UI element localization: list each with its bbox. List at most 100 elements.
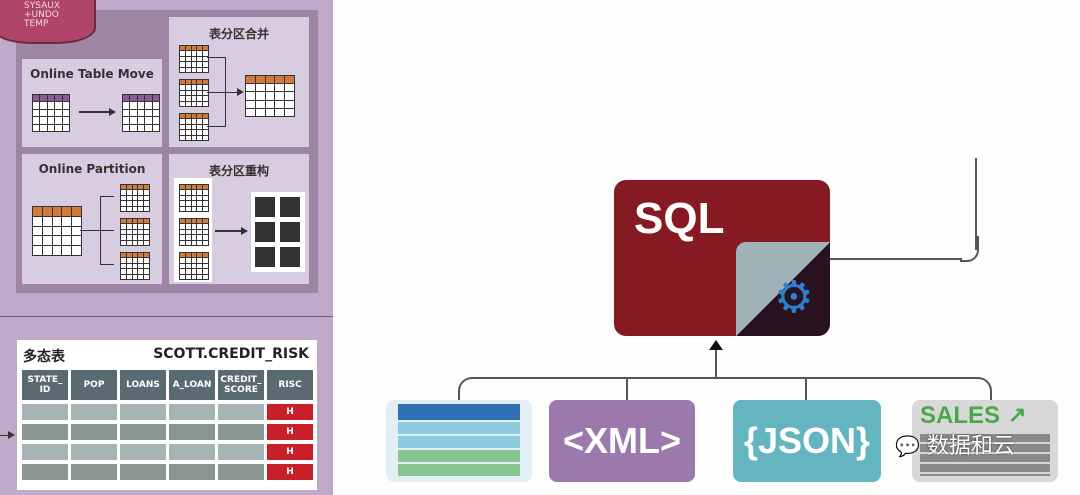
table-cell [218,444,264,460]
connector-bus [458,377,992,403]
table-cell [218,464,264,480]
table-cell [22,404,68,420]
risk-cell: H [267,404,313,420]
table-cell [71,444,117,460]
xml-tile: <XML> [549,400,695,482]
connector-line [830,258,962,260]
online-table-move-title: Online Table Move [30,67,154,81]
partition-restructure-cell: 表分区重构 [169,154,309,284]
sql-label: SQL [634,194,725,243]
partition-table-icon [179,79,209,107]
connector-curve [960,236,979,262]
sql-corner-badge [736,242,830,336]
merged-table-icon [245,75,295,117]
column-header: RISC [267,370,313,400]
subpartition-icon [255,197,275,217]
table-cell [71,404,117,420]
online-partition-cell: Online Partition [22,154,162,284]
partition-table-icon [120,218,150,246]
subpartition-icon [255,247,275,267]
left-panel: Online Table Move 表分区合并 Onl [0,0,333,495]
table-cell [22,464,68,480]
subpartition-icon [280,222,300,242]
table-cell [169,444,215,460]
arrowhead-icon [237,88,244,96]
restructure-arrow [215,230,243,232]
target-table-icon [122,94,160,132]
connector-line [975,158,977,250]
table-cell [169,404,215,420]
subpartition-icon [280,197,300,217]
partition-table-icon [120,184,150,212]
partition-merge-title: 表分区合并 [208,27,269,41]
column-header: STATE_ ID [22,370,68,400]
partition-table-icon [179,252,209,280]
connector-line [207,92,237,93]
online-partition-title: Online Partition [38,162,146,176]
table-cell [120,404,166,420]
partition-table-icon [179,218,209,246]
subpartition-icon [255,222,275,242]
json-tile: {JSON} [733,400,881,482]
connector-line [805,378,807,400]
table-cell [71,424,117,440]
sql-engine-box: SQL ⚙ [614,180,830,336]
connector-line [100,196,114,197]
connector-line [100,230,114,231]
table-cell [218,424,264,440]
column-header: A_LOAN [169,370,215,400]
move-arrow [79,111,111,113]
restructured-partitions [251,192,305,272]
sales-rows [920,434,1050,476]
db-label-undo: +UNDO [24,10,59,20]
table-cell [71,464,117,480]
partition-restructure-title: 表分区重构 [208,164,269,178]
partition-table-icon [179,184,209,212]
sales-label: SALES [920,402,1001,429]
connector-line [207,57,225,58]
column-header: CREDIT_ SCORE [218,370,264,400]
db-label-sysaux: SYSAUX [24,1,60,11]
arrowhead-icon [8,431,15,439]
connector-line [80,230,100,231]
watermark: 💬 数据和云 [895,428,1015,460]
watermark-text: 数据和云 [926,434,1015,459]
column-header: POP [71,370,117,400]
table-cell [169,464,215,480]
polymorphic-table-title: 多态表 [23,349,65,365]
source-table-icon [32,206,82,256]
table-cell [120,464,166,480]
partition-table-icon [179,45,209,73]
partition-merge-cell: 表分区合并 [169,17,309,147]
db-label-temp: TEMP [24,19,49,29]
risk-cell: H [267,424,313,440]
table-rows-green [398,450,520,478]
online-table-move-cell: Online Table Move [22,59,162,147]
partition-table-icon [120,252,150,280]
partition-table-icon [179,113,209,141]
table-header-bar [398,404,520,420]
sales-tile: SALES ↗ [912,400,1058,482]
trend-up-icon: ↗ [1008,402,1027,427]
connector-line [207,126,225,127]
connector-line [100,264,114,265]
divider [0,316,333,317]
column-header: LOANS [120,370,166,400]
connector-line [626,378,628,400]
table-cell [22,444,68,460]
arrowhead-icon [241,227,248,235]
database-cylinder-icon: SYSAUX +UNDO TEMP [0,0,96,44]
source-table-icon [32,94,70,132]
subpartition-icon [280,247,300,267]
connector-line [715,350,717,378]
table-cell [169,424,215,440]
table-cell [218,404,264,420]
connector-line [0,435,10,436]
risk-cell: H [267,464,313,480]
arrowhead-icon [109,108,116,116]
connector-line [225,57,226,127]
table-cell [120,444,166,460]
arrowhead-up-icon [709,340,723,350]
gear-icon: ⚙ [774,272,814,323]
